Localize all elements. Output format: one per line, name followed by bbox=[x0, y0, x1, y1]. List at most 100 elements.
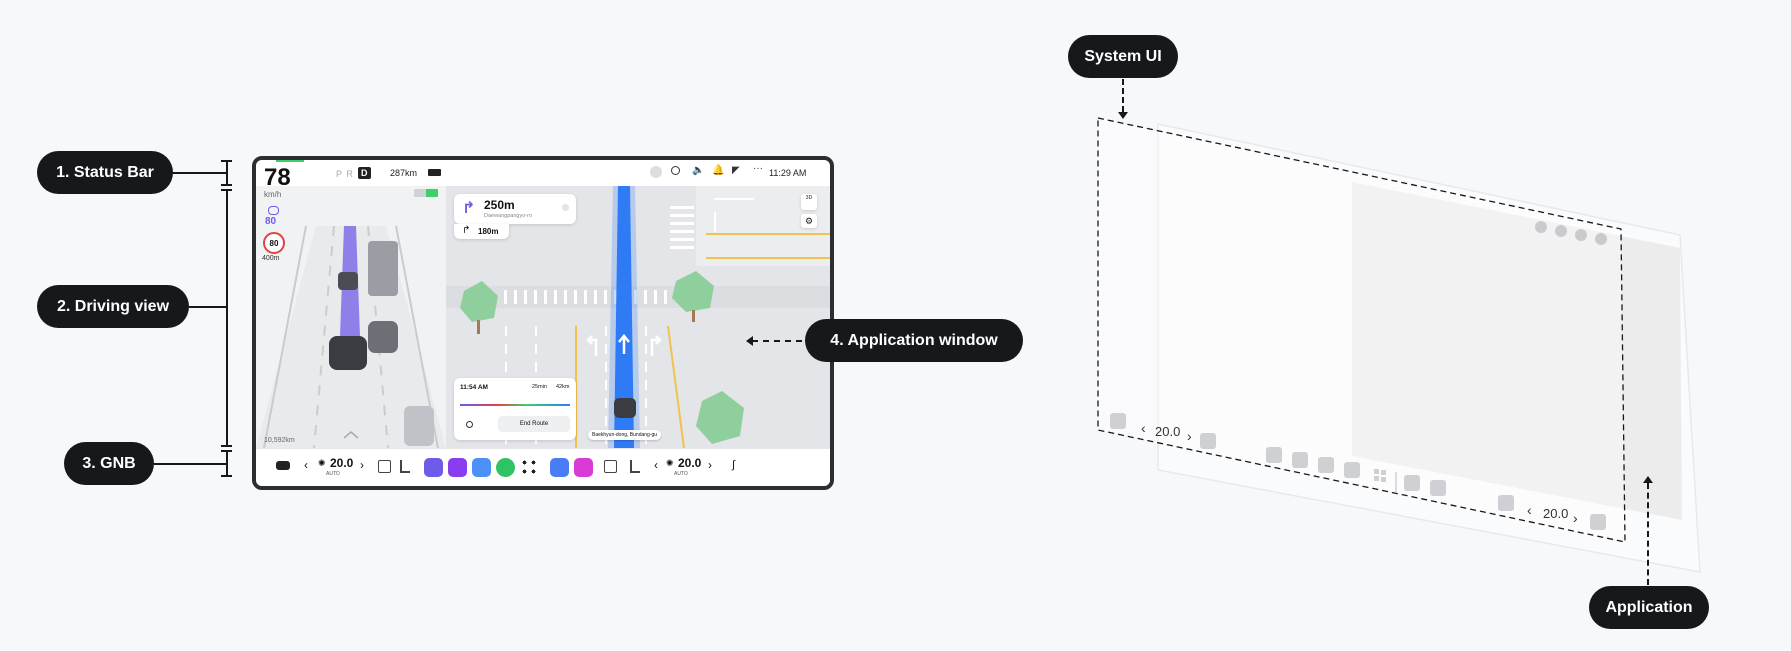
wire-temp-left: 20.0 bbox=[1155, 424, 1181, 439]
gear-indicator: P R N bbox=[336, 169, 365, 179]
gnb-tile bbox=[1404, 475, 1420, 491]
status-indicator bbox=[276, 160, 304, 162]
gnb-tile bbox=[1266, 447, 1282, 463]
next-turn-icon: ↱ bbox=[462, 225, 471, 236]
connector-status-bar bbox=[173, 172, 226, 174]
gnb-tile bbox=[1344, 462, 1360, 478]
status-dot bbox=[1555, 225, 1567, 237]
bell-icon[interactable]: 🔔 bbox=[712, 165, 725, 176]
music-app-icon[interactable] bbox=[448, 458, 467, 477]
label-system-ui: System UI bbox=[1068, 35, 1178, 78]
connector-application bbox=[1647, 483, 1649, 585]
end-route-button[interactable]: End Route bbox=[498, 416, 570, 432]
grid-tile-icon bbox=[1374, 469, 1386, 482]
connector-gnb bbox=[154, 463, 226, 465]
turn-street: Daewangpangyo-ro bbox=[484, 213, 533, 219]
close-icon[interactable] bbox=[562, 204, 569, 211]
connect-app-icon[interactable] bbox=[550, 458, 569, 477]
speed-limit-distance: 400m bbox=[262, 255, 280, 262]
temp-left: 20.0 bbox=[330, 456, 354, 470]
volume-icon[interactable]: 🔈 bbox=[692, 165, 705, 176]
application-content-area bbox=[1352, 182, 1682, 520]
speed-limit-sign: 80 bbox=[263, 232, 285, 254]
bracket-status-bar bbox=[226, 160, 228, 185]
view-3d-button[interactable]: 3D bbox=[801, 194, 817, 210]
bracket-driving-view bbox=[226, 189, 228, 446]
next-turn-card: ↱ 180m bbox=[454, 224, 509, 239]
turn-right-icon: ↱ bbox=[462, 200, 476, 217]
app-grid-icon[interactable] bbox=[520, 458, 539, 477]
profile-icon[interactable] bbox=[650, 166, 662, 178]
adaptive-cruise-icon bbox=[268, 206, 279, 215]
turn-distance: 250m bbox=[484, 198, 515, 212]
wire-chevron-right-icon: › bbox=[1187, 428, 1192, 444]
gnb-tile bbox=[1498, 495, 1514, 511]
status-dot bbox=[1575, 229, 1587, 241]
upload-app-icon[interactable] bbox=[574, 458, 593, 477]
chevron-left-icon[interactable]: ‹ bbox=[304, 458, 308, 472]
chevron-right-icon[interactable]: › bbox=[360, 458, 364, 472]
arrow-down-icon bbox=[1118, 112, 1128, 119]
seat-icon[interactable] bbox=[400, 460, 410, 473]
arrow-left-icon bbox=[746, 336, 753, 346]
label-status-bar: 1. Status Bar bbox=[37, 151, 173, 194]
wire-chevron-left-icon: ‹ bbox=[1527, 502, 1532, 518]
fan-icon: ✺ bbox=[318, 458, 326, 468]
road-scene bbox=[256, 225, 446, 448]
seat-heat-icon[interactable] bbox=[378, 460, 391, 473]
driving-view: km/h 80 80 400m 10,592km bbox=[256, 186, 446, 448]
layer-diagram bbox=[1097, 117, 1701, 573]
car-icon[interactable] bbox=[276, 461, 290, 470]
search-icon[interactable] bbox=[466, 421, 473, 428]
eta-duration: 25min bbox=[532, 384, 547, 390]
status-dot bbox=[1595, 233, 1607, 245]
connector-driving-view bbox=[189, 306, 226, 308]
speed-unit: km/h bbox=[264, 190, 282, 199]
bracket-gnb bbox=[226, 450, 228, 476]
odometer: 10,592km bbox=[264, 437, 295, 444]
gear-icon[interactable]: ⚙ bbox=[801, 214, 817, 228]
route-progress-bar bbox=[460, 404, 570, 406]
eta-distance: 42km bbox=[556, 384, 570, 390]
clock: 11:29 AM bbox=[769, 168, 807, 178]
status-dot bbox=[1535, 221, 1547, 233]
chevron-left-icon[interactable]: ‹ bbox=[654, 458, 658, 472]
label-gnb: 3. GNB bbox=[64, 442, 154, 485]
application-window-map: ↱ 250m Daewangpangyo-ro ↱ 180m 3D ⚙ 11:5… bbox=[446, 186, 830, 448]
range-value: 287km bbox=[390, 168, 418, 178]
auto-label-right: AUTO bbox=[674, 471, 688, 477]
gnb: ‹ ✺ 20.0 AUTO › ‹ ✺ 20.0 AUTO › ∫ bbox=[256, 448, 830, 486]
gnb-tile bbox=[1590, 514, 1606, 530]
auto-label-left: AUTO bbox=[326, 471, 340, 477]
fan-icon: ✺ bbox=[666, 458, 674, 468]
temp-right: 20.0 bbox=[678, 456, 702, 470]
battery-icon bbox=[428, 169, 441, 176]
label-application-window: 4. Application window bbox=[805, 319, 1023, 362]
set-speed: 80 bbox=[265, 216, 277, 227]
seat-heat-icon[interactable] bbox=[604, 460, 617, 473]
arrow-up-icon bbox=[1643, 476, 1653, 483]
defrost-icon[interactable]: ∫ bbox=[732, 459, 736, 471]
store-app-icon[interactable] bbox=[472, 458, 491, 477]
wire-temp-right: 20.0 bbox=[1543, 506, 1569, 521]
eta-time: 11:54 AM bbox=[460, 384, 488, 391]
wire-chevron-left-icon: ‹ bbox=[1141, 420, 1146, 436]
turn-instruction-card[interactable]: ↱ 250m Daewangpangyo-ro bbox=[454, 194, 576, 224]
wire-chevron-right-icon: › bbox=[1573, 510, 1578, 526]
infotainment-screen: 78 P R N D 287km 🔈 🔔 ◤ ··· 11:29 AM km/h… bbox=[252, 156, 834, 490]
navigation-app-icon[interactable] bbox=[424, 458, 443, 477]
next-turn-distance: 180m bbox=[478, 227, 499, 236]
gnb-tile bbox=[1110, 413, 1126, 429]
chevron-right-icon[interactable]: › bbox=[708, 458, 712, 472]
status-bar: 78 P R N D 287km 🔈 🔔 ◤ ··· 11:29 AM bbox=[256, 160, 830, 191]
search-icon[interactable] bbox=[671, 166, 680, 175]
gnb-tile bbox=[1318, 457, 1334, 473]
gear-active: D bbox=[358, 167, 371, 179]
more-icon[interactable]: ··· bbox=[753, 163, 763, 174]
connector-application-window bbox=[752, 340, 802, 342]
indicator-icons bbox=[414, 189, 438, 197]
eta-card: 11:54 AM 25min 42km End Route bbox=[454, 378, 576, 440]
whatsapp-app-icon[interactable] bbox=[496, 458, 515, 477]
seat-icon[interactable] bbox=[630, 460, 640, 473]
location-label: Baekhyun-dong, Bundang-gu bbox=[588, 430, 662, 440]
